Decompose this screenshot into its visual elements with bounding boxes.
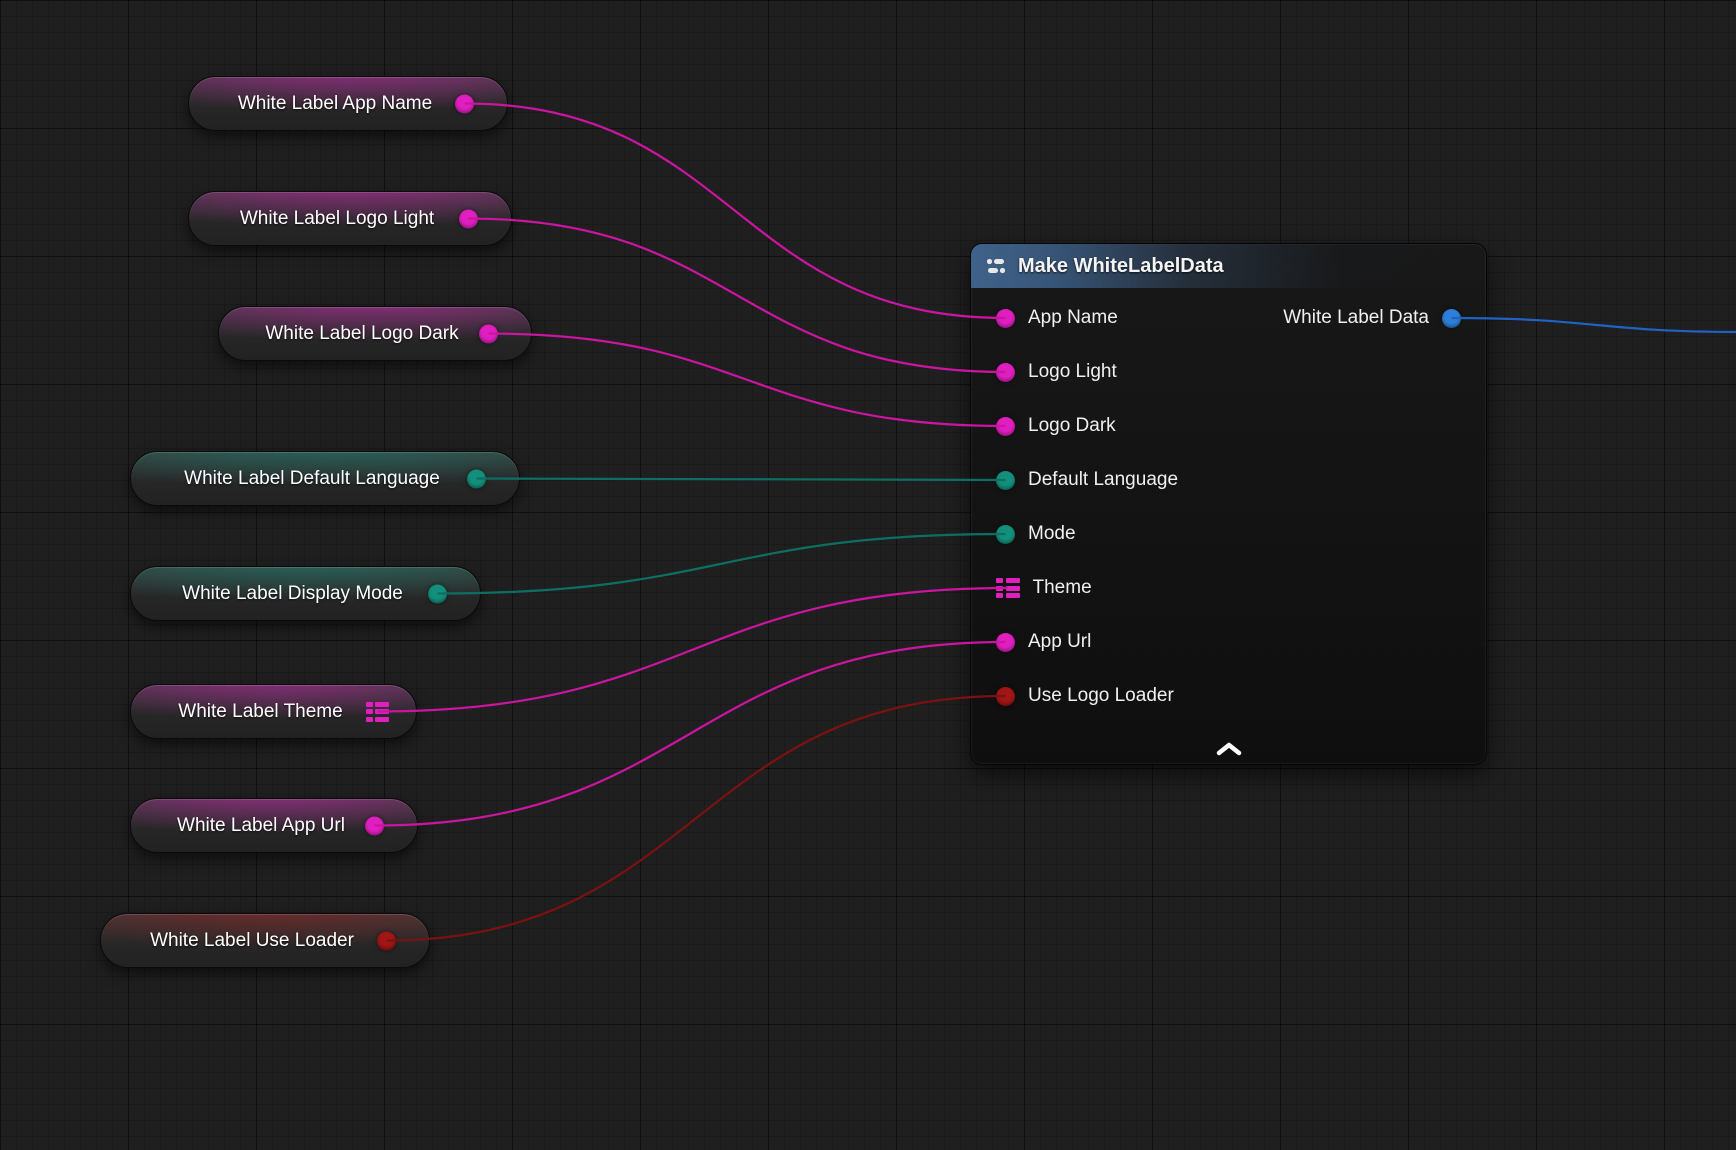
getter-white-label-logo-light[interactable]: White Label Logo Light [188,191,512,246]
make-whitelabeldata-node[interactable]: Make WhiteLabelData App Name Logo Light … [970,243,1487,765]
node-header[interactable]: Make WhiteLabelData [971,244,1486,288]
wire[interactable] [1452,318,1736,332]
struct-grid-input-pin[interactable] [996,578,1020,598]
wire[interactable] [469,219,1006,373]
getter-white-label-theme[interactable]: White Label Theme [130,684,417,739]
getter-label: White Label Display Mode [182,583,403,605]
wire[interactable] [387,696,1006,941]
input-pin-label: Logo Light [1028,361,1117,383]
enum-input-pin[interactable] [996,525,1015,544]
input-pin-label: Mode [1028,523,1076,545]
getter-label: White Label Use Loader [150,930,354,952]
getter-white-label-app-url[interactable]: White Label App Url [130,798,418,853]
string-output-pin[interactable] [459,209,478,228]
getter-white-label-use-loader[interactable]: White Label Use Loader [100,913,430,968]
input-pin-label: Logo Dark [1028,415,1116,437]
input-row-mode: Mode [971,507,1486,561]
getter-white-label-default-language[interactable]: White Label Default Language [130,451,520,506]
getter-white-label-logo-dark[interactable]: White Label Logo Dark [218,306,532,361]
enum-input-pin[interactable] [996,471,1015,490]
input-row-app-url: App Url [971,615,1486,669]
input-row-use-logo-loader: Use Logo Loader [971,669,1486,723]
input-pin-list: App Name Logo Light Logo Dark Default La… [971,291,1486,723]
struct-output-pin[interactable] [1442,309,1461,328]
chevron-up-icon [1214,742,1244,756]
input-pin-label: Theme [1033,577,1092,599]
output-pin-label: White Label Data [1283,307,1429,329]
enum-output-pin[interactable] [428,584,447,603]
make-struct-icon [985,255,1007,277]
getter-label: White Label App Url [177,815,345,837]
input-row-default-language: Default Language [971,453,1486,507]
input-pin-label: Use Logo Loader [1028,685,1174,707]
enum-output-pin[interactable] [467,469,486,488]
string-input-pin[interactable] [996,309,1015,328]
wire[interactable] [375,642,1006,826]
string-output-pin[interactable] [455,94,474,113]
wire[interactable] [465,104,1006,319]
input-row-logo-light: Logo Light [971,345,1486,399]
wire[interactable] [438,534,1006,594]
string-output-pin[interactable] [479,324,498,343]
getter-white-label-app-name[interactable]: White Label App Name [188,76,508,131]
input-pin-label: App Url [1028,631,1091,653]
collapse-node-button[interactable] [1207,738,1251,760]
wire[interactable] [489,334,1006,427]
wire[interactable] [477,479,1006,481]
getter-label: White Label Logo Dark [265,323,458,345]
input-row-logo-dark: Logo Dark [971,399,1486,453]
string-input-pin[interactable] [996,417,1015,436]
bool-input-pin[interactable] [996,687,1015,706]
string-input-pin[interactable] [996,363,1015,382]
getter-label: White Label Theme [178,701,342,723]
getter-white-label-display-mode[interactable]: White Label Display Mode [130,566,481,621]
input-row-theme: Theme [971,561,1486,615]
input-pin-label: Default Language [1028,469,1178,491]
node-title: Make WhiteLabelData [1018,255,1224,278]
bool-output-pin[interactable] [377,931,396,950]
output-row-white-label-data: White Label Data [1283,291,1486,345]
string-output-pin[interactable] [365,816,384,835]
getter-label: White Label Default Language [184,468,440,490]
input-pin-label: App Name [1028,307,1118,329]
getter-label: White Label App Name [238,93,432,115]
getter-label: White Label Logo Light [240,208,434,230]
string-input-pin[interactable] [996,633,1015,652]
struct-grid-output-pin[interactable] [366,702,390,722]
